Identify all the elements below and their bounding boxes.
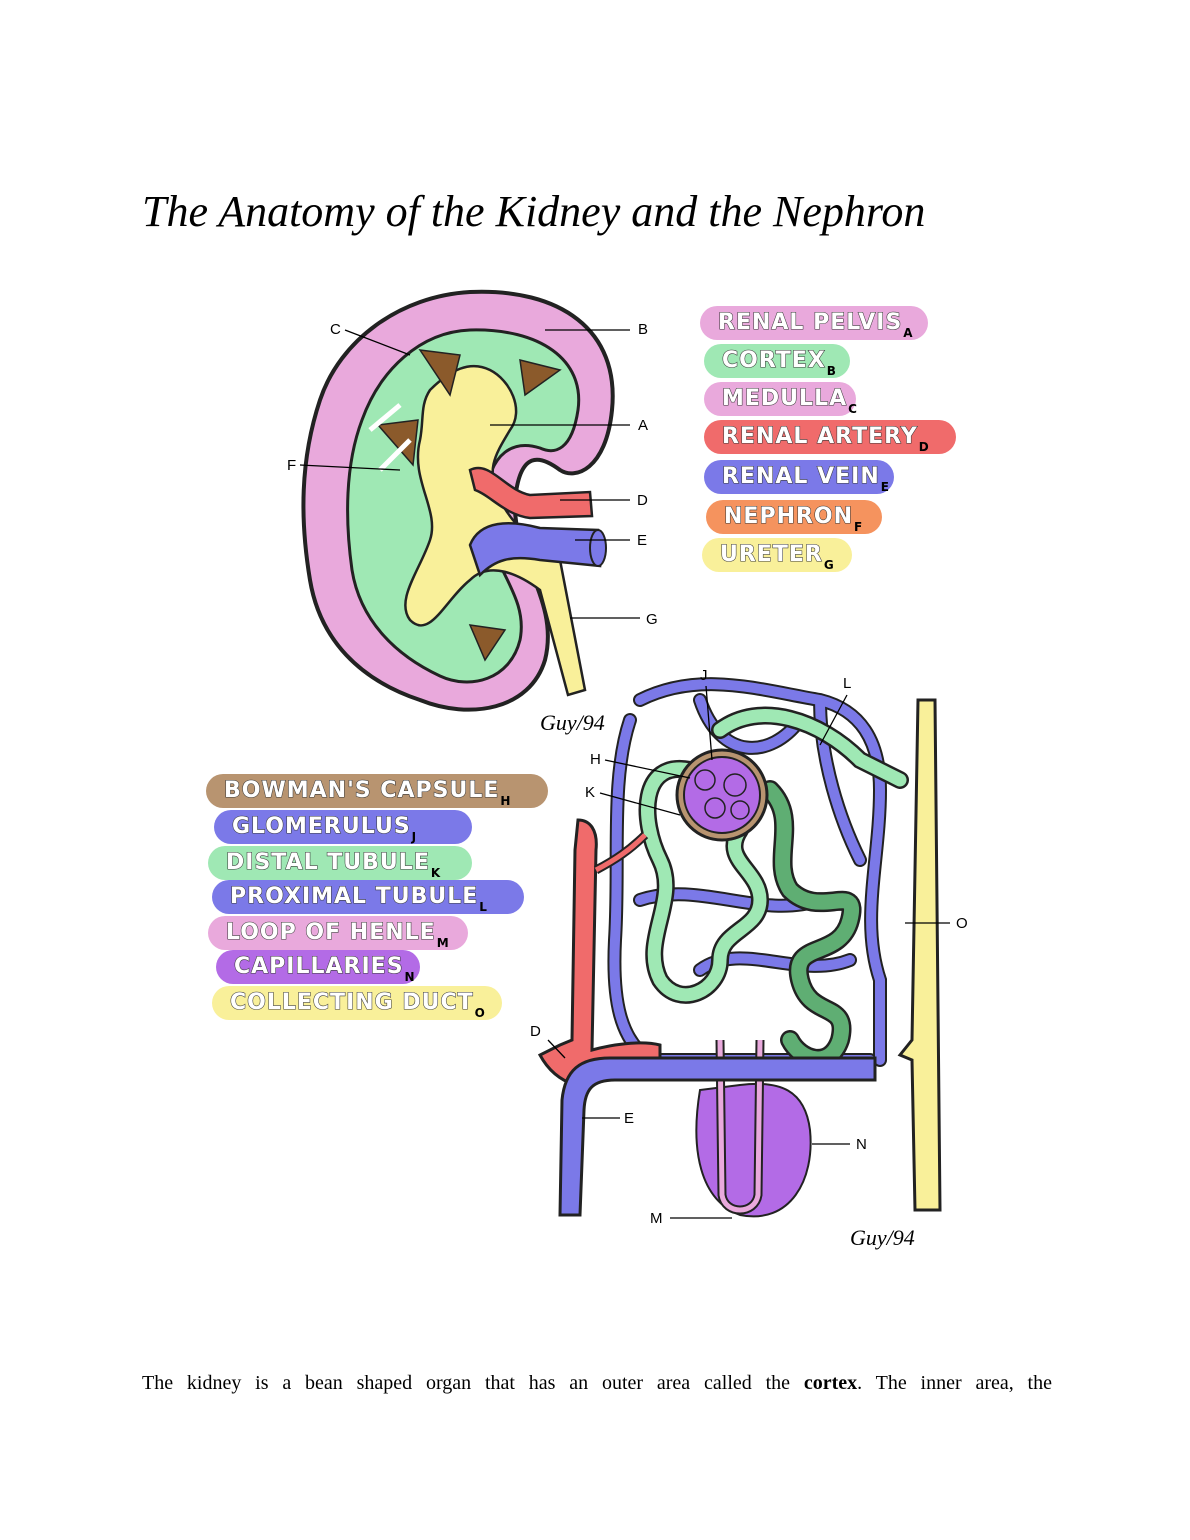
- kidney-callout-c: C: [330, 321, 341, 338]
- kidney-pyramids: [376, 349, 562, 662]
- body-paragraph: The kidney is a bean shaped organ that h…: [142, 1372, 1052, 1394]
- nephron-callout-h: H: [590, 751, 601, 768]
- legend-proximal-tubule: PROXIMAL TUBULEL: [212, 880, 524, 914]
- renal-artery: [468, 466, 594, 520]
- nephron-diagram: J L H K O D E N M Guy/94: [530, 667, 968, 1250]
- kidney-callout-f: F: [287, 457, 296, 474]
- bold-term-cortex: cortex: [803, 1372, 858, 1394]
- legend-capillaries: CAPILLARIESN: [216, 950, 420, 984]
- legend-distal-tubule: DISTAL TUBULEK: [208, 846, 472, 880]
- nephron-callout-k: K: [585, 784, 595, 801]
- legend-medulla: MEDULLAC: [704, 382, 857, 416]
- legend-ureter: URETERG: [702, 538, 852, 572]
- legend-renal-artery: RENAL ARTERYD: [704, 420, 956, 454]
- legend-renal-vein: RENAL VEINE: [704, 460, 894, 494]
- legend-renal-pelvis: RENAL PELVISA: [700, 306, 928, 340]
- legend-glomerulus: GLOMERULUSJ: [214, 810, 472, 844]
- kidney-callout-g: G: [646, 611, 658, 628]
- legend-nephron: NEPHRONF: [706, 500, 882, 534]
- nephron-vein: [558, 1056, 877, 1217]
- nephron-callout-l: L: [843, 675, 851, 692]
- kidney-callout-a: A: [638, 417, 648, 434]
- legend-bowmans-capsule: BOWMAN'S CAPSULEH: [206, 774, 548, 808]
- glomerulus: [683, 756, 761, 834]
- nephron-callout-j: J: [700, 667, 708, 684]
- kidney-callout-e: E: [637, 532, 647, 549]
- nephron-callout-n: N: [856, 1136, 867, 1153]
- kidney-callout-d: D: [637, 492, 648, 509]
- kidney-nephron: [368, 403, 412, 472]
- legend-cortex: CORTEXB: [704, 344, 850, 378]
- legend-collecting-duct: COLLECTING DUCTO: [212, 986, 502, 1020]
- proximal-tubule: [762, 782, 859, 1067]
- kidney-signature: Guy/94: [540, 710, 605, 735]
- nephron-callout-o: O: [956, 915, 968, 932]
- nephron-callout-d: D: [530, 1023, 541, 1040]
- nephron-callout-e: E: [624, 1110, 634, 1127]
- nephron-signature: Guy/94: [850, 1225, 915, 1250]
- legend-loop-of-henle: LOOP OF HENLEM: [208, 916, 468, 950]
- collecting-duct: [897, 698, 942, 1212]
- kidney-callout-b: B: [638, 321, 648, 338]
- nephron-artery: [537, 818, 662, 1087]
- distal-tubule: [641, 762, 767, 1002]
- kidney-diagram: C B A F D E G Guy/94: [287, 289, 658, 735]
- nephron-callout-m: M: [650, 1210, 663, 1227]
- page-title: The Anatomy of the Kidney and the Nephro…: [142, 187, 926, 236]
